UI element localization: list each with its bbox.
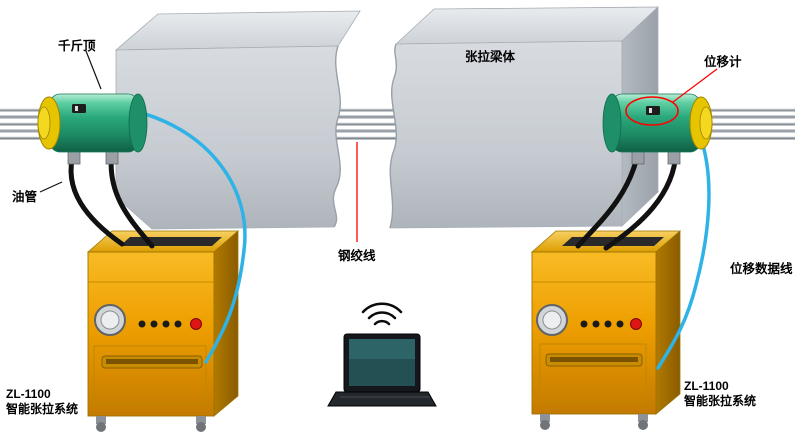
wifi-signal-icon (361, 302, 403, 314)
left-jack-sensor-mark (75, 106, 78, 111)
left-beam-block (114, 10, 361, 230)
displacement-data-line-label: 位移数据线 (730, 261, 793, 276)
left-machine-wheel (96, 422, 106, 432)
left-machine-leg (96, 416, 106, 424)
right-machine-indicator-dot (616, 320, 624, 328)
right-tensioning-machine (530, 230, 682, 430)
left-beam-cut-edge (332, 45, 342, 228)
right-beam-top-face (394, 6, 660, 45)
left-tensioning-machine (86, 230, 240, 432)
left-oil-hose (108, 149, 155, 249)
right-machine-leg (638, 414, 648, 422)
laptop-base (327, 391, 437, 407)
laptop-screen-glare (349, 339, 415, 359)
left-jack (37, 93, 148, 165)
data-cables (128, 108, 711, 370)
left-beam-top-face (114, 10, 361, 51)
right-machine-wheel (638, 420, 648, 430)
right-jack (602, 93, 713, 165)
left-displacement-cable (128, 108, 247, 364)
right-machine-wheel (540, 420, 550, 430)
annotation-lines (39, 50, 718, 242)
left-machine-indicator-dot (174, 320, 182, 328)
left-jack-sensor-slot (72, 104, 86, 113)
right-jack-body (611, 93, 701, 153)
diagram-labels: 千斤顶 张拉梁体 位移计 油管 钢绞线 位移数据线 ZL-1100 智能张拉系统… (5, 38, 793, 416)
jack-label: 千斤顶 (58, 38, 96, 53)
jack-leader-line (85, 50, 102, 90)
displacement-gauge-highlight-ellipse (625, 96, 679, 126)
right-oil-hose (575, 149, 641, 249)
wifi-signal-icon (367, 311, 397, 320)
beam-body-label: 张拉梁体 (465, 49, 516, 64)
right-machine-handle-slot-inner (550, 357, 638, 362)
right-displacement-cable (656, 134, 711, 370)
left-machine-indicator-dot (150, 320, 158, 328)
left-system-name-label: 智能张拉系统 (5, 401, 78, 416)
right-beam-front-face (389, 40, 623, 229)
right-machine-side (655, 230, 681, 415)
oil-pipe-label: 油管 (12, 189, 37, 204)
left-machine-indicator-dot (138, 320, 146, 328)
left-machine-leg (196, 416, 206, 424)
left-jack-body (49, 93, 139, 153)
left-jack-anchor-plate-hub (37, 106, 51, 140)
right-machine-leg (540, 414, 550, 422)
right-machine-indicator-dot (592, 320, 600, 328)
right-jack-sensor-slot (646, 106, 660, 115)
laptop (327, 302, 437, 407)
wifi-signal-icon (373, 319, 391, 326)
right-machine-door (539, 343, 647, 403)
right-system-model-label: ZL-1100 (684, 379, 729, 393)
left-oil-hose (68, 149, 125, 247)
right-machine-indicator-dot (604, 320, 612, 328)
right-jack-end-cap (602, 93, 622, 153)
left-machine-door (93, 345, 207, 405)
right-machine-red-button (630, 318, 642, 330)
displacement-gauge-leader-line (672, 68, 718, 103)
left-machine-gauge-dial (100, 310, 120, 330)
steel-strand-label: 钢绞线 (338, 248, 376, 263)
left-machine-wheel (196, 422, 206, 432)
right-system-name-label: 智能张拉系统 (683, 393, 756, 408)
right-machine-gauge-dial (542, 310, 562, 330)
left-machine-red-button (190, 318, 202, 330)
oil-pipe-leader-line (39, 181, 63, 193)
left-machine-indicator-dot (162, 320, 170, 328)
displacement-gauge-label: 位移计 (704, 54, 742, 69)
right-oil-hose (603, 149, 679, 251)
left-machine-handle (120, 237, 222, 246)
right-machine-indicator-dot (580, 320, 588, 328)
left-machine-handle-slot-inner (106, 359, 198, 364)
left-beam-front-face (115, 45, 341, 230)
right-beam-cut-edge (389, 43, 398, 229)
right-jack-sensor-mark (649, 108, 652, 113)
left-jack-end-cap (128, 93, 148, 153)
left-system-model-label: ZL-1100 (6, 387, 51, 401)
right-jack-anchor-plate-hub (699, 106, 713, 140)
